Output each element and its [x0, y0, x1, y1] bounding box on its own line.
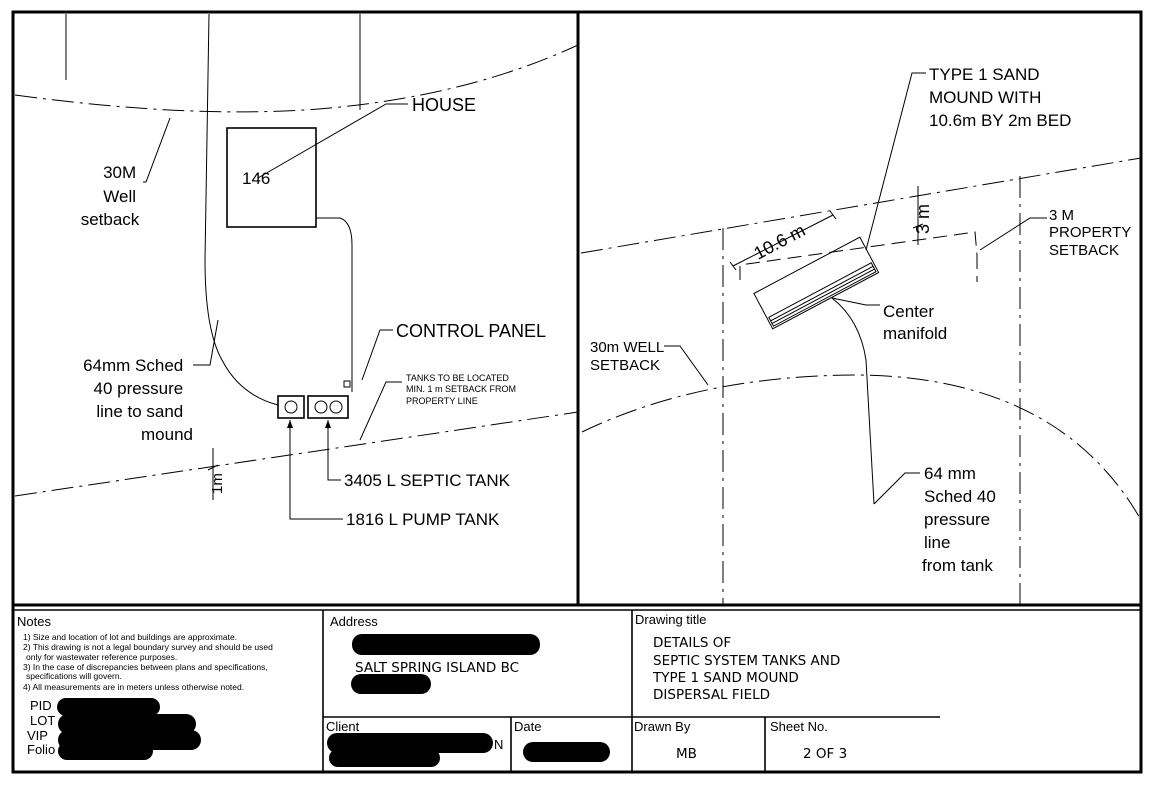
septic-tank-leader — [327, 420, 341, 481]
property-setback-leader — [979, 217, 1047, 251]
control-panel-leader — [361, 329, 393, 381]
pressure-line-path — [831, 297, 875, 505]
client-redaction — [327, 733, 493, 753]
vip-label: VIP — [27, 728, 48, 743]
pressure-line-label: 64mm Sched 40 pressure line to sand moun… — [83, 356, 193, 444]
manifold-leader — [831, 297, 880, 306]
drawing-title-label: Drawing title — [635, 612, 707, 627]
house-footprint — [226, 127, 317, 228]
control-panel-label: CONTROL PANEL — [396, 321, 546, 341]
property-line — [14, 411, 579, 497]
property-line — [580, 157, 1142, 254]
pressure-line-label: 64 mm Sched 40 pressure line from tank — [922, 464, 1001, 575]
address-city: SALT SPRING ISLAND BC — [355, 660, 519, 676]
house-label: HOUSE — [412, 95, 476, 115]
pump-arrow-icon — [287, 420, 293, 428]
pump-tank-riser-icon — [284, 400, 298, 414]
client-redaction-2 — [329, 749, 440, 767]
drawn-by-label: Drawn By — [634, 719, 691, 734]
pump-tank — [277, 395, 305, 419]
dim-1m-label: 1m — [209, 473, 226, 494]
property-setback-label: 3 M PROPERTY SETBACK — [1049, 207, 1135, 259]
pressure-line-path — [204, 13, 279, 406]
tanks-note-leader — [359, 381, 402, 441]
drawing-title: DETAILS OF SEPTIC SYSTEM TANKS AND TYPE … — [652, 635, 845, 703]
mound-leader — [865, 72, 926, 251]
folio-label: Folio — [27, 742, 55, 757]
date-label: Date — [514, 719, 541, 734]
mound-label: TYPE 1 SAND MOUND WITH 10.6m BY 2m BED — [929, 65, 1071, 130]
pressure-line-leader — [873, 472, 920, 505]
house-number: 146 — [242, 169, 270, 188]
postal-redaction — [351, 674, 431, 694]
sheet-no-value: 2 OF 3 — [803, 746, 847, 762]
pressure-line-leader — [193, 319, 219, 366]
control-panel-box — [343, 380, 351, 388]
setback-envelope — [739, 231, 978, 280]
dim-length-tick — [829, 210, 837, 220]
pump-tank-label: 1816 L PUMP TANK — [346, 510, 500, 529]
sand-mound-bed — [753, 236, 880, 330]
mound-lateral — [771, 268, 875, 324]
mound-outline — [753, 236, 880, 330]
house-leader — [257, 103, 408, 179]
dim-length-line — [732, 214, 834, 267]
well-setback-arc — [581, 374, 1142, 521]
center-manifold-label: Center manifold — [883, 302, 947, 343]
well-setback-leader — [664, 345, 709, 386]
septic-tank — [307, 395, 349, 419]
sheet-no-label: Sheet No. — [770, 719, 828, 734]
notes-list: 1) Size and location of lot and building… — [23, 632, 275, 692]
title-block: Notes 1) Size and location of lot and bu… — [17, 610, 940, 772]
dim-width-tick — [912, 223, 924, 229]
address-redaction — [352, 634, 540, 655]
pid-label: PID — [30, 698, 52, 713]
notes-heading: Notes — [17, 614, 51, 629]
client-label: Client — [326, 719, 360, 734]
address-label: Address — [330, 614, 378, 629]
well-setback-leader — [143, 117, 171, 183]
mound-bed — [768, 262, 877, 327]
dim-width-label: 3 m — [913, 204, 933, 234]
septic-tank-riser-icon — [314, 400, 328, 414]
tanks-note-label: TANKS TO BE LOCATED MIN. 1 m SETBACK FRO… — [406, 373, 519, 406]
folio-redaction — [58, 742, 153, 760]
septic-tank-riser-icon — [329, 400, 343, 414]
right-site-plan: TYPE 1 SAND MOUND WITH 10.6m BY 2m BED 1… — [580, 65, 1142, 604]
dim-1m-tick — [207, 464, 219, 471]
septic-arrow-icon — [325, 420, 331, 428]
sewer-line — [316, 217, 353, 392]
mound-lateral — [770, 265, 874, 322]
well-setback-arc — [14, 44, 579, 113]
pump-tank-leader — [289, 420, 343, 520]
well-setback-label: 30M Well setback — [81, 163, 141, 229]
well-setback-label: 30m WELL SETBACK — [590, 339, 668, 374]
dim-length-tick — [729, 261, 737, 271]
client-suffix: N — [494, 737, 503, 752]
pid-redaction — [57, 698, 160, 716]
left-site-plan: 30M Well setback 146 HOUSE CONTROL PANEL… — [14, 13, 579, 529]
septic-tank-label: 3405 L SEPTIC TANK — [344, 471, 511, 490]
lot-redaction — [58, 714, 196, 734]
drawn-by-value: MB — [676, 746, 697, 762]
date-redaction — [523, 742, 610, 762]
lot-label: LOT — [30, 713, 55, 728]
